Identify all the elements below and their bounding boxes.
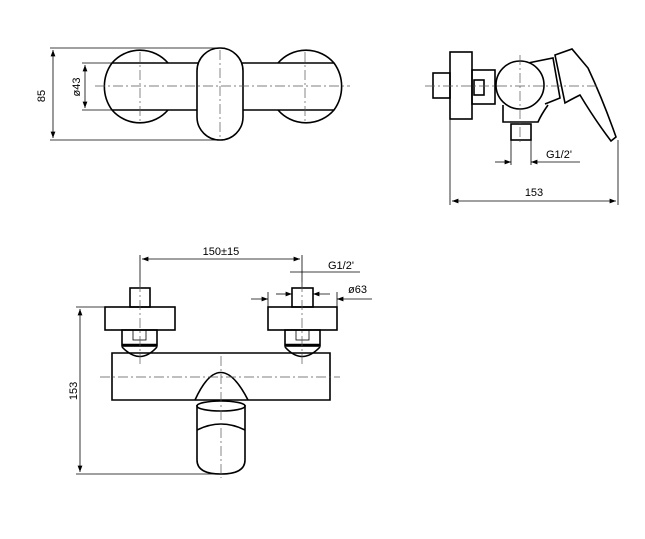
side-flange [449,51,473,120]
dim-85-label: 85 [36,90,48,102]
top-view: 85 ø43 [36,47,350,141]
side-depth-label: 153 [525,187,543,199]
side-lever [554,48,617,143]
mixer-body [111,352,331,401]
front-height-label: 153 [68,382,80,400]
side-thread-label: G1/2' [546,149,572,161]
left-handle-circle [103,49,169,124]
right-flange [267,306,338,331]
side-view: G1/2' 153 [425,48,619,205]
flange-diameter-label: ø63 [348,284,367,296]
front-view: 150±15 G1/2' ø63 153 [68,246,372,478]
spacing-dim-label: 150±15 [203,246,240,258]
spout-dome [194,371,249,401]
dim-diameter-43-label: ø43 [71,78,83,97]
right-handle-circle [277,49,343,124]
side-nipple [510,123,532,141]
front-thread-label: G1/2' [328,260,354,272]
